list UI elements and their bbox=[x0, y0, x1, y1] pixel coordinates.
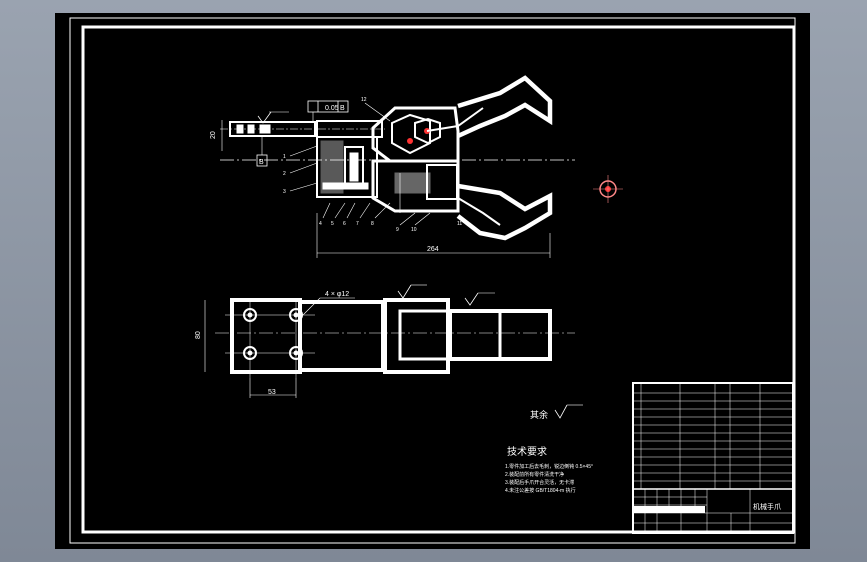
tech-req-line: 3.装配后手爪开合灵活，无卡滞 bbox=[505, 479, 574, 486]
datum-marker: B bbox=[259, 159, 264, 166]
part-number: 6 bbox=[343, 221, 346, 227]
cad-drawing: 20 0.05 B B 264 1 2 3 4 5 6 7 8 9 10 11 … bbox=[69, 17, 796, 544]
dim-holes: 4 × φ12 bbox=[325, 291, 349, 298]
part-number: 3 bbox=[283, 189, 286, 195]
assembly-view bbox=[220, 75, 623, 258]
title-block-name: 机械手爪 bbox=[753, 502, 781, 511]
tech-req-line: 4.未注公差按 GB/T1804-m 执行 bbox=[505, 487, 576, 494]
rest-surface-label: 其余 bbox=[530, 409, 548, 420]
plan-annotations: 4 × φ12 80 53 bbox=[195, 291, 349, 396]
part-number: 7 bbox=[356, 221, 359, 227]
part-number: 1 bbox=[283, 154, 286, 160]
parts-list-grid bbox=[633, 383, 793, 489]
technical-requirements: 技术要求 1.零件加工后去毛刺，锐边倒钝 0.5×45° 2.装配前所有零件清洗… bbox=[505, 445, 593, 494]
dim-plate-height: 80 bbox=[195, 331, 202, 339]
dim-height: 20 bbox=[210, 131, 217, 139]
part-number: 11 bbox=[457, 221, 462, 227]
part-number: 2 bbox=[283, 171, 286, 177]
tolerance-datum: B bbox=[340, 105, 345, 112]
tolerance-value: 0.05 bbox=[325, 105, 339, 112]
part-number: 5 bbox=[331, 221, 334, 227]
rest-surface-roughness: 其余 bbox=[530, 404, 583, 420]
outer-border bbox=[69, 17, 796, 544]
part-number: 12 bbox=[361, 97, 367, 103]
part-number: 8 bbox=[371, 221, 374, 227]
dim-overall-length: 264 bbox=[427, 246, 439, 253]
cad-drawing-canvas: 20 0.05 B B 264 1 2 3 4 5 6 7 8 9 10 11 … bbox=[55, 13, 810, 549]
inner-border bbox=[81, 25, 796, 534]
tech-req-title: 技术要求 bbox=[507, 445, 547, 458]
part-number: 9 bbox=[396, 227, 399, 233]
assembly-annotations: 20 0.05 B B 264 1 2 3 4 5 6 7 8 9 10 11 … bbox=[210, 97, 462, 253]
part-number: 4 bbox=[319, 221, 322, 227]
title-block bbox=[632, 382, 794, 534]
tech-req-line: 2.装配前所有零件清洗干净 bbox=[505, 471, 564, 478]
tech-req-line: 1.零件加工后去毛刺，锐边倒钝 0.5×45° bbox=[505, 463, 593, 470]
part-number: 10 bbox=[411, 227, 417, 233]
plan-view bbox=[204, 284, 575, 398]
dim-hole-pitch: 53 bbox=[268, 389, 276, 396]
